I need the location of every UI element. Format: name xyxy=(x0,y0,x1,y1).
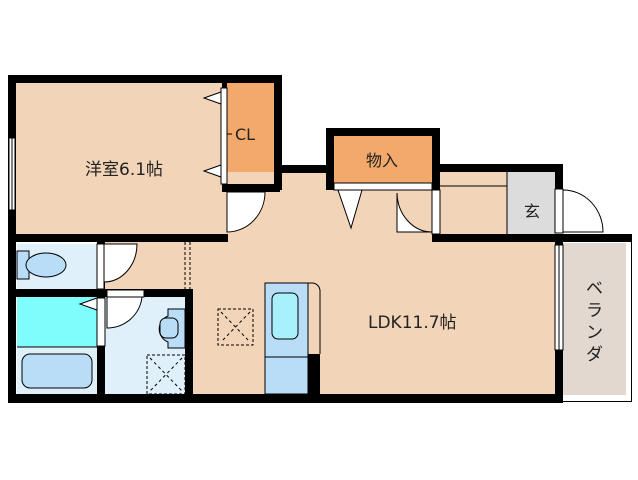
wall xyxy=(185,289,193,395)
balcony-outline xyxy=(562,236,632,402)
balcony-label: ベランダ xyxy=(586,279,603,365)
wall xyxy=(8,394,563,403)
storage-floor xyxy=(334,136,433,183)
wall xyxy=(326,128,334,190)
wall xyxy=(432,164,562,172)
wall xyxy=(222,184,280,192)
balcony-floor xyxy=(563,243,626,395)
western-room-floor xyxy=(15,82,222,234)
wall xyxy=(8,75,281,83)
corridor-floor xyxy=(440,172,508,234)
wall xyxy=(8,234,228,242)
wall xyxy=(274,165,334,173)
wall xyxy=(326,128,440,136)
wall xyxy=(432,128,440,190)
wall xyxy=(274,75,282,190)
wall xyxy=(308,354,320,396)
western-room-label: 洋室6.1帖 xyxy=(85,160,164,180)
wall xyxy=(432,234,632,242)
entrance-floor xyxy=(507,172,555,234)
storage-label: 物入 xyxy=(366,151,399,170)
ldk-label: LDK11.7帖 xyxy=(368,313,457,333)
entrance-label: 玄 xyxy=(524,202,541,221)
closet-floor xyxy=(227,82,274,184)
closet-label: CL xyxy=(235,125,256,144)
